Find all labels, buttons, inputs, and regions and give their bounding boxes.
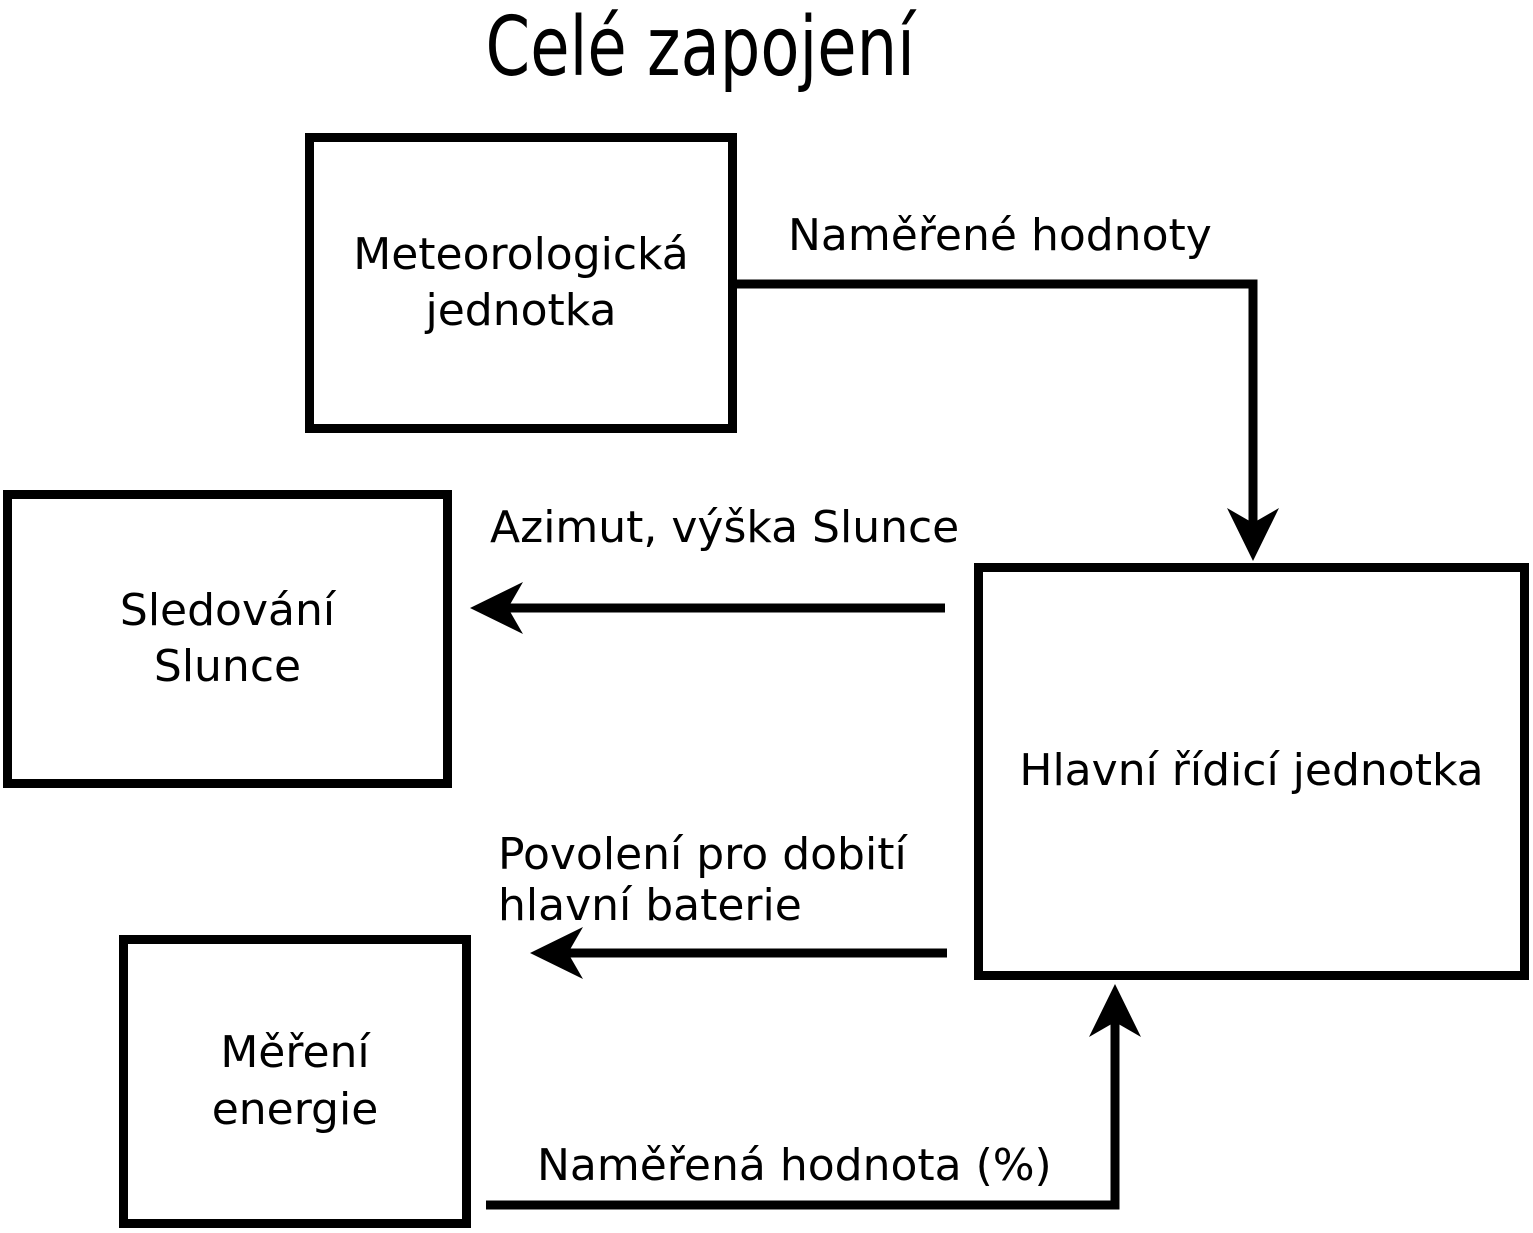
arrow-charge-permission-head bbox=[530, 927, 583, 979]
edge-label-measured-values: Naměřené hodnoty bbox=[788, 210, 1212, 261]
diagram-title: Celé zapojení bbox=[0, 0, 1400, 95]
energy-measurement-box: Měření energie bbox=[119, 935, 471, 1228]
edge-label-sun-position: Azimut, výška Slunce bbox=[490, 502, 960, 553]
arrow-measured-values-line bbox=[735, 279, 1258, 526]
edge-label-measured-percentage: Naměřená hodnota (%) bbox=[537, 1140, 1052, 1191]
main-control-label: Hlavní řídicí jednotka bbox=[1019, 745, 1484, 797]
main-control-box: Hlavní řídicí jednotka bbox=[974, 563, 1529, 980]
sun-tracking-label: Sledování Slunce bbox=[119, 584, 336, 692]
diagram-title-text: Celé zapojení bbox=[485, 0, 915, 95]
arrow-measured-values-head bbox=[1227, 508, 1279, 561]
energy-measurement-label: Měření energie bbox=[211, 1027, 379, 1135]
edge-label-charge-permission: Povolení pro dobití hlavní baterie bbox=[498, 829, 907, 931]
arrow-sun-position-head bbox=[470, 582, 523, 634]
sun-tracking-box: Sledování Slunce bbox=[3, 490, 452, 788]
meteo-unit-label: Meteorologická jednotka bbox=[353, 228, 689, 336]
arrow-measured-percent-head bbox=[1089, 984, 1141, 1037]
meteo-unit-box: Meteorologická jednotka bbox=[305, 133, 737, 433]
